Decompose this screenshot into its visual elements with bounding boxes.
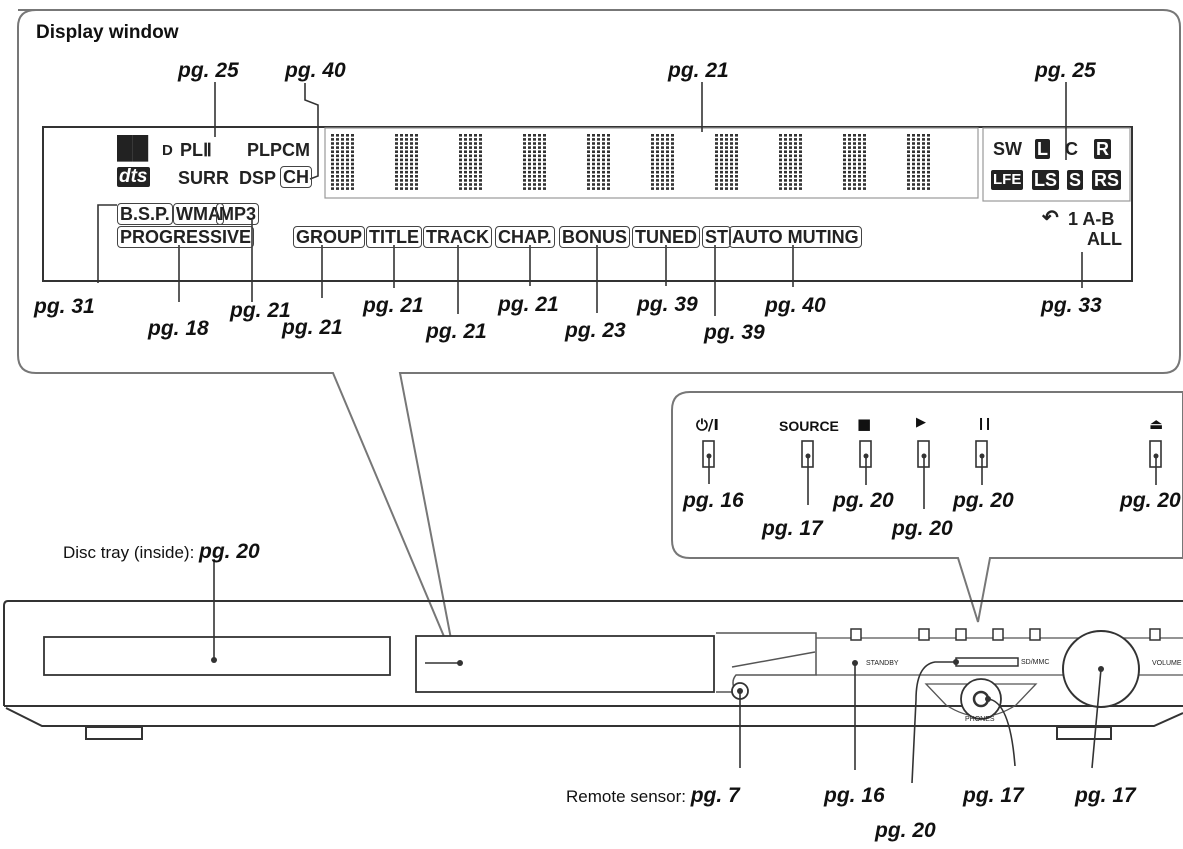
ref-play: pg. 20 [892, 517, 953, 540]
dot-matrix-characters [331, 134, 930, 190]
display-window-title: Display window [36, 22, 179, 43]
ind-title: TITLE [366, 226, 422, 248]
front-panel-curve [716, 632, 817, 693]
ref-standby: pg. 16 [824, 784, 885, 807]
stop-icon: ■ [857, 415, 872, 433]
sdmmc-slot [955, 657, 1019, 667]
matrix-cell [587, 134, 610, 190]
button-keys [702, 440, 1162, 468]
ind-bonus: BONUS [559, 226, 631, 248]
ref-matrix: pg. 21 [668, 59, 729, 82]
matrix-cell [523, 134, 546, 190]
matrix-cell [843, 134, 866, 190]
matrix-cell [715, 134, 738, 190]
ind-ch: CH [280, 166, 312, 188]
button-leader-lines [708, 455, 1157, 509]
matrix-cell [395, 134, 418, 190]
buttons-callout-frame [671, 391, 1183, 623]
ref-bonus: pg. 23 [565, 319, 626, 342]
ind-repeat-ab: 1 A-B [1068, 209, 1115, 229]
ref-stop: pg. 20 [833, 489, 894, 512]
ref-bsp: pg. 31 [34, 295, 95, 318]
matrix-cell [907, 134, 930, 190]
remote-sensor-ref: pg. 7 [690, 784, 740, 807]
ind-all: ALL [1087, 229, 1122, 249]
ind-dolby-d: D [162, 142, 173, 159]
repeat-icon: ↶ [1042, 207, 1059, 229]
source-label: SOURCE [779, 418, 839, 434]
ind-r: R [1094, 139, 1111, 159]
front-display [415, 635, 715, 693]
phones-text: PHONES [965, 716, 995, 723]
ref-sdmmc: pg. 20 [875, 819, 936, 842]
ind-rs: RS [1092, 170, 1122, 190]
matrix-cell [459, 134, 482, 190]
matrix-cell [331, 134, 354, 190]
dts-logo: dts [117, 166, 150, 187]
disc-tray-ref: pg. 20 [199, 540, 260, 563]
ind-l: L [1035, 139, 1050, 159]
standby-text: STANDBY [866, 660, 899, 667]
dot-matrix-area [324, 127, 979, 199]
ind-lfe: LFE [991, 170, 1024, 190]
ind-tuned: TUNED [632, 226, 700, 248]
ind-c: C [1065, 139, 1078, 159]
ind-ls: LS [1032, 170, 1060, 190]
ref-group: pg. 21 [282, 316, 343, 339]
ref-progressive: pg. 18 [148, 317, 209, 340]
ref-eject: pg. 20 [1120, 489, 1181, 512]
matrix-cell [779, 134, 802, 190]
ind-sw: SW [993, 139, 1022, 159]
ind-dsp: DSP [239, 168, 277, 188]
volume-text: VOLUME [1152, 660, 1182, 667]
ref-st: pg. 39 [704, 321, 765, 344]
ind-st: ST [702, 226, 732, 248]
ref-source: pg. 17 [762, 517, 823, 540]
pause-icon: ❙❙ [976, 416, 993, 430]
ref-volume: pg. 17 [1075, 784, 1136, 807]
matrix-cell [651, 134, 674, 190]
remote-sensor-label: Remote sensor: pg. 7 [566, 784, 740, 807]
ref-channels: pg. 25 [1035, 59, 1096, 82]
dolby-logo: ██ [117, 135, 149, 160]
ind-mp3: MP3 [216, 203, 260, 225]
ind-plpcm: PLPCM [247, 140, 310, 160]
display-panel [42, 126, 1133, 282]
ref-power: pg. 16 [683, 489, 744, 512]
ind-wma: WMA [173, 203, 224, 225]
eject-icon: ⏏ [1149, 415, 1164, 433]
ref-ch: pg. 40 [285, 59, 346, 82]
ind-pl2: PLⅡ [180, 140, 212, 160]
ref-tuned: pg. 39 [637, 293, 698, 316]
leader-dots [211, 453, 1159, 702]
ref-pause: pg. 20 [953, 489, 1014, 512]
ref-title: pg. 21 [363, 294, 424, 317]
ind-auto-muting: AUTO MUTING [729, 226, 862, 248]
ref-auto-muting: pg. 40 [765, 294, 826, 317]
ind-chap: CHAP. [495, 226, 555, 248]
ref-repeat: pg. 33 [1041, 294, 1102, 317]
ref-wma: pg. 21 [230, 299, 291, 322]
ref-pl: pg. 25 [178, 59, 239, 82]
disc-tray-label: Disc tray (inside): pg. 20 [63, 540, 260, 563]
ref-chap: pg. 21 [498, 293, 559, 316]
play-icon: ▶ [916, 415, 926, 430]
channel-area [982, 127, 1131, 202]
front-buttons [850, 628, 1161, 641]
sdmmc-text: SD/MMC [1021, 659, 1050, 666]
display-leader-lines [97, 82, 1083, 316]
ind-track: TRACK [423, 226, 492, 248]
ind-bsp: B.S.P. [117, 203, 173, 225]
ind-progressive: PROGRESSIVE [117, 226, 255, 248]
disc-tray [43, 636, 391, 676]
front-leader-lines [213, 560, 1102, 784]
ref-phones: pg. 17 [963, 784, 1024, 807]
ind-s: S [1067, 170, 1084, 190]
ind-surr: SURR [178, 168, 230, 188]
ref-track: pg. 21 [426, 320, 487, 343]
ind-group: GROUP [293, 226, 366, 248]
power-icon: ⏻/I [696, 416, 719, 434]
